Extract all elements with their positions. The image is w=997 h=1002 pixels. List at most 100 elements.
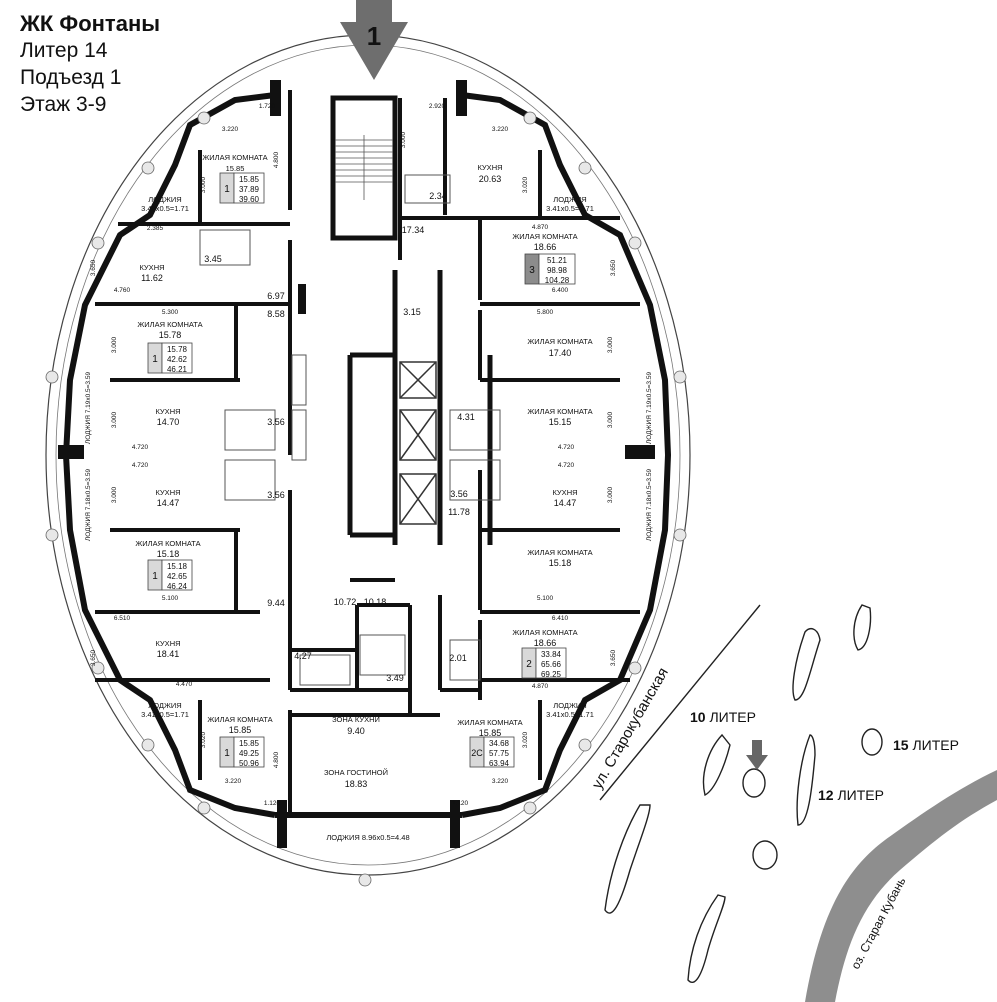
svg-text:10 ЛИТЕР: 10 ЛИТЕР: [690, 709, 756, 725]
apartment-with-loggia: 63.94: [489, 759, 510, 768]
room-area: 14.70: [157, 417, 180, 427]
project-title: ЖК Фонтаны: [20, 11, 161, 36]
room-area: 3.41x0.5=1.71: [546, 710, 594, 719]
bathroom-fixtures: [199, 174, 501, 686]
dimension: 3.220: [492, 778, 509, 785]
dimension: 4.800: [273, 751, 280, 768]
room-area: 15.18: [157, 549, 180, 559]
river: [805, 770, 997, 1002]
room-area: 14.47: [157, 498, 180, 508]
room-area: 15.15: [549, 417, 572, 427]
site-map: ул. Старокубанская оз. Старая Кубань 10 …: [589, 604, 997, 1002]
room-name: ЖИЛАЯ КОМНАТА: [202, 153, 267, 162]
dimension: 3.220: [492, 126, 509, 133]
area-label: 10.18: [364, 597, 387, 607]
svg-text:15 ЛИТЕР: 15 ЛИТЕР: [893, 737, 959, 753]
dimension: 3.000: [607, 336, 614, 353]
street-line: [599, 604, 761, 801]
dimension: 4.800: [273, 151, 280, 168]
dimension: 3.000: [200, 176, 207, 193]
room-name: КУХНЯ: [155, 407, 180, 416]
dimension: 5.800: [537, 309, 554, 316]
small-area-labels: 2.34 17.34 3.45 6.97 8.58 3.15 3.56 4.31…: [204, 191, 475, 683]
area-label: 9.44: [267, 598, 285, 608]
site-marker-arrow: [746, 740, 768, 770]
room-area: 18.66: [534, 638, 557, 648]
area-label: 2.34: [429, 191, 447, 201]
apartment-summaries: 1 15.85 37.89 39.60 3 51.21 98.98 104.28…: [152, 175, 570, 768]
room-area: 15.85: [226, 164, 245, 173]
interior-walls: [95, 90, 640, 815]
entrance-label: Подъезд 1: [20, 66, 122, 89]
dimension: 3.000: [607, 486, 614, 503]
dimension: 3.020: [200, 731, 207, 748]
room-name: ЖИЛАЯ КОМНАТА: [457, 718, 522, 727]
apartment-with-loggia: 46.24: [167, 582, 188, 591]
area-label: 8.58: [267, 309, 285, 319]
dimension: 3.220: [222, 126, 239, 133]
area-label: 6.97: [267, 291, 285, 301]
liter-word: ЛИТЕР: [912, 737, 958, 753]
dimension: 1.720: [259, 103, 276, 110]
room-name: ЛОДЖИЯ: [553, 195, 586, 204]
liter-word: ЛИТЕР: [837, 787, 883, 803]
room-name: ЗОНА ГОСТИНОЙ: [324, 768, 388, 777]
apartment-rooms: 1: [224, 748, 230, 759]
dimension: 4.870: [532, 683, 549, 690]
dimension: 3.000: [111, 486, 118, 503]
room-area: 18.66: [534, 242, 557, 252]
apartment-with-loggia: 46.21: [167, 365, 188, 374]
room-name: ЖИЛАЯ КОМНАТА: [527, 548, 592, 557]
area-label: 3.56: [267, 417, 285, 427]
area-label: 2.01: [449, 653, 467, 663]
apartment-boxes: [147, 172, 540, 768]
dimension: 2.920: [429, 103, 446, 110]
room-name: ЛОДЖИЯ: [553, 701, 586, 710]
dimension: 3.000: [111, 411, 118, 428]
apartment-with-loggia: 39.60: [239, 195, 260, 204]
columns: [58, 80, 655, 848]
liter-word: ЛИТЕР: [709, 709, 755, 725]
area-label: 3.56: [267, 490, 285, 500]
dimension: 3.650: [90, 259, 97, 276]
room-area: 15.78: [159, 330, 182, 340]
room-area: 11.62: [141, 273, 163, 283]
dimension: 3.650: [610, 259, 617, 276]
dimension: 5.100: [162, 595, 179, 602]
room-area: 18.41: [157, 649, 180, 659]
apartment-with-loggia: 50.96: [239, 759, 260, 768]
dimension: 4.720: [132, 462, 149, 469]
room-name: КУХНЯ: [155, 639, 180, 648]
entrance-arrow[interactable]: 1: [340, 0, 408, 80]
apartment-total: 57.75: [489, 749, 510, 758]
dimension: 1.120: [452, 800, 469, 807]
apartment-total: 98.98: [547, 266, 568, 275]
area-label: 17.34: [402, 225, 425, 235]
area-label: 4.27: [294, 651, 312, 661]
dimension: 3.000: [111, 336, 118, 353]
dimension: 6.510: [114, 615, 131, 622]
liter-labels: 10 ЛИТЕР 15 ЛИТЕР 12 ЛИТЕР: [690, 709, 959, 803]
apartment-rooms: 2С: [471, 748, 483, 758]
apartment-rooms: 3: [529, 265, 535, 276]
apartment-living: 15.78: [167, 345, 188, 354]
dimension: 5.300: [162, 309, 179, 316]
area-label: 3.56: [450, 489, 468, 499]
entrance-arrow-shape[interactable]: [340, 0, 408, 80]
dimension: 4.720: [558, 462, 575, 469]
dimension: 4.720: [132, 444, 149, 451]
dimension: 2.385: [147, 225, 164, 232]
dimension: 4.470: [176, 681, 193, 688]
svg-text:12 ЛИТЕР: 12 ЛИТЕР: [818, 787, 884, 803]
room-area: 15.85: [479, 728, 502, 738]
liter-number: 15: [893, 737, 909, 753]
liter-label: Литер 14: [20, 39, 108, 62]
dimension: 3.000: [607, 411, 614, 428]
apartment-living: 15.85: [239, 175, 260, 184]
dimension-labels: 2.920 1.720 3.220 3.220 4.800 3.000 3.00…: [90, 103, 617, 807]
room-name: ЗОНА КУХНИ: [332, 715, 380, 724]
entrance-arrow-number: 1: [367, 21, 381, 51]
room-name: ЖИЛАЯ КОМНАТА: [207, 715, 272, 724]
apartment-with-loggia: 104.28: [545, 276, 570, 285]
